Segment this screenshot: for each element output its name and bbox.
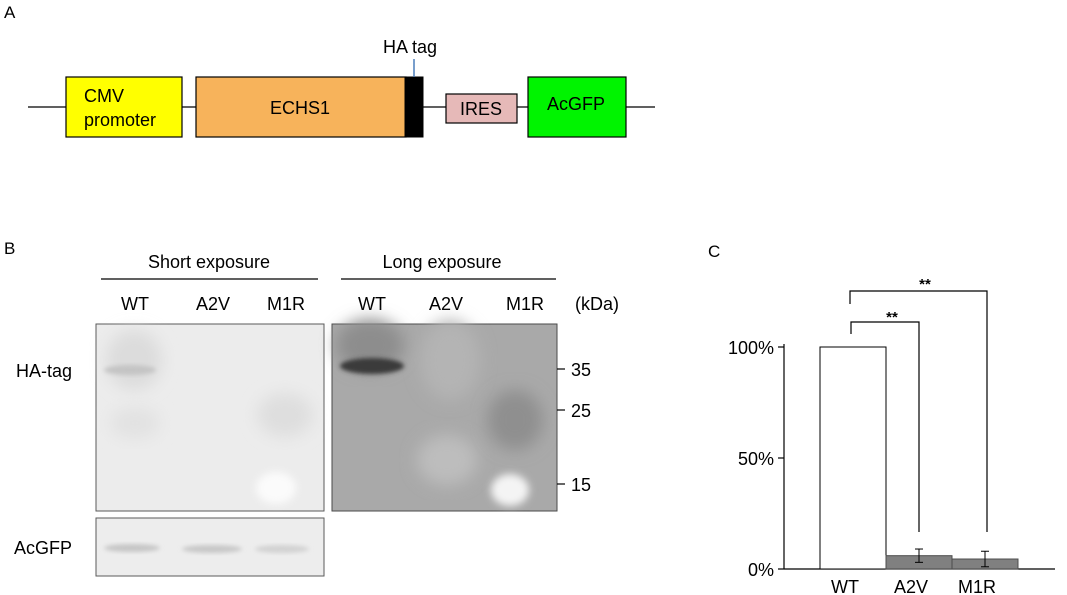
lane-label-m1r-short: M1R [267,294,305,314]
significance-stars-a2v: ** [886,309,898,326]
short-exposure-blot [95,323,325,512]
panel-c-letter: C [708,242,720,261]
band-short-wt-35kda [104,365,156,375]
row-label-hatag: HA-tag [16,361,72,381]
y-tick-label: 0% [748,560,774,580]
cmv-promoter-box [65,76,183,138]
acgfp-label: AcGFP [547,94,605,114]
cmv-label-line2: promoter [84,110,156,130]
band-long-wt-35kda [340,358,404,374]
marker-label-25: 25 [571,401,591,421]
lane-label-a2v-short: A2V [196,294,230,314]
lane-label-a2v-long: A2V [429,294,463,314]
marker-label-15: 15 [571,475,591,495]
long-exposure-label: Long exposure [382,252,501,272]
x-tick-label-wt: WT [831,577,859,595]
x-tick-label-m1r: M1R [958,577,996,595]
cmv-label-line1: CMV [84,86,124,106]
acgfp-blot [95,517,325,577]
acgfp-box [527,76,627,138]
lane-label-wt-short: WT [121,294,149,314]
bar-wt [819,346,887,570]
significance-bracket-a2v [850,321,920,532]
ires-box [445,93,518,124]
lane-label-m1r-long: M1R [506,294,544,314]
echs1-label: ECHS1 [270,98,330,118]
significance-stars-m1r: ** [919,276,931,293]
y-tick-label: 50% [738,449,774,469]
panel-a-letter: A [4,3,16,22]
ha-tag-label: HA tag [383,37,437,57]
y-tick-label: 100% [728,338,774,358]
long-exposure-blot [331,319,558,512]
marker-label-35: 35 [571,360,591,380]
lane-label-wt-long: WT [358,294,386,314]
short-exposure-label: Short exposure [148,252,270,272]
ha-tag-box [404,76,424,138]
row-label-acgfp: AcGFP [14,538,72,558]
ires-label: IRES [460,99,502,119]
bar-chart: 0% 50% 100% WT A2V M1R [728,338,1055,595]
kda-label: (kDa) [575,294,619,314]
panel-b-letter: B [4,239,15,258]
x-tick-label-a2v: A2V [894,577,928,595]
significance-bracket-m1r [849,290,988,532]
echs1-box [195,76,407,138]
